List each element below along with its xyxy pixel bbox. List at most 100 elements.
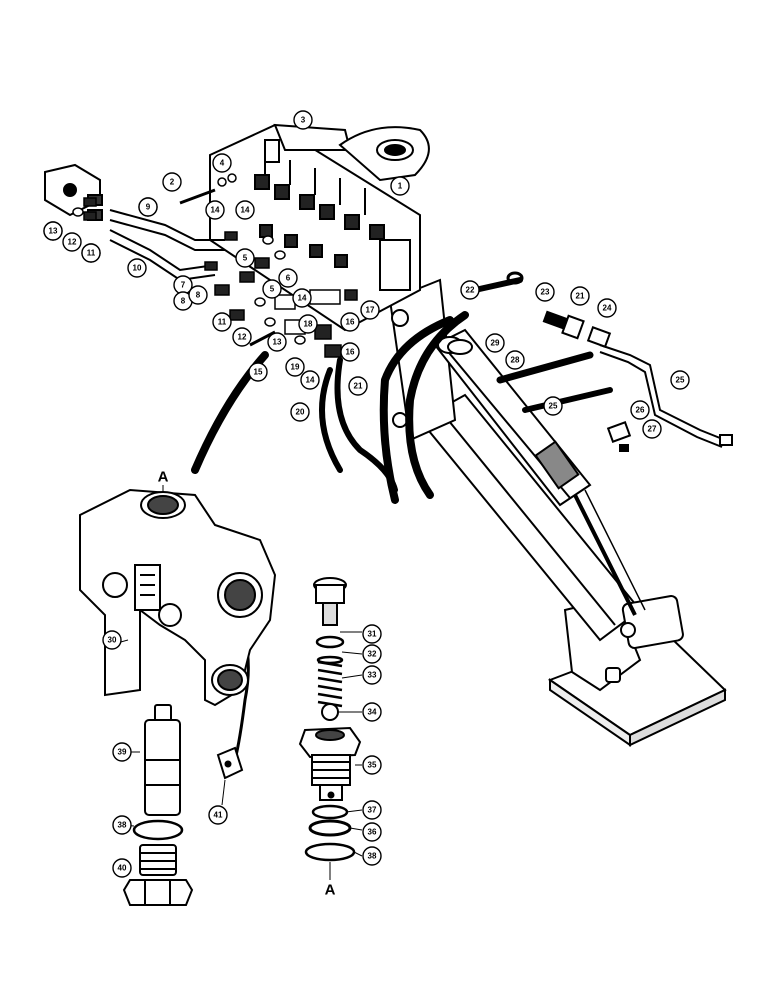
- valve-cartridge-35: [298, 726, 362, 801]
- callout-label: 36: [368, 828, 377, 837]
- callout-circle: [112, 742, 132, 762]
- callout-28: 28: [505, 350, 525, 370]
- callout-label: 15: [254, 368, 263, 377]
- callout-circle: [362, 644, 382, 664]
- callout-label: 28: [511, 356, 520, 365]
- callout-label: 22: [466, 286, 475, 295]
- callout-circle: [340, 312, 360, 332]
- callout-label: 21: [576, 292, 585, 301]
- callout-16: 16: [340, 342, 360, 362]
- callout-14: 14: [300, 370, 320, 390]
- callout-label: 41: [214, 811, 223, 820]
- callout-21: 21: [570, 286, 590, 306]
- callout-37: 37: [362, 800, 382, 820]
- callout-circle: [127, 258, 147, 278]
- callout-label: 16: [346, 318, 355, 327]
- callout-label: 7: [181, 281, 186, 290]
- callout-label: 13: [49, 227, 58, 236]
- callout-13: 13: [43, 221, 63, 241]
- callout-39: 39: [112, 742, 132, 762]
- callout-circle: [362, 822, 382, 842]
- callout-22: 22: [460, 280, 480, 300]
- callout-circle: [262, 279, 282, 299]
- callout-circle: [505, 350, 525, 370]
- callout-label: 38: [118, 821, 127, 830]
- reference-letter-bottom: A: [325, 882, 336, 899]
- callout-circle: [248, 362, 268, 382]
- boom-pivot: [620, 595, 684, 650]
- callout-14: 14: [235, 200, 255, 220]
- callout-circle: [300, 370, 320, 390]
- plug-40: [122, 844, 194, 906]
- callout-10: 10: [127, 258, 147, 278]
- clamp-29: [447, 339, 473, 355]
- control-valve-body: [209, 123, 430, 332]
- callout-circle: [362, 800, 382, 820]
- callout-27: 27: [642, 419, 662, 439]
- callout-circle: [460, 280, 480, 300]
- callout-33: 33: [362, 665, 382, 685]
- callout-label: 40: [118, 864, 127, 873]
- callout-9: 9: [138, 197, 158, 217]
- callout-12: 12: [62, 232, 82, 252]
- callout-label: 14: [241, 206, 250, 215]
- callout-circle: [292, 288, 312, 308]
- callout-label: 8: [196, 291, 201, 300]
- oring-23: [506, 271, 524, 285]
- callout-label: 20: [296, 408, 305, 417]
- valve-housing-30: [79, 488, 277, 707]
- callout-label: 11: [87, 249, 96, 258]
- callout-32: 32: [362, 644, 382, 664]
- callout-circle: [360, 300, 380, 320]
- callout-label: 34: [368, 708, 377, 717]
- clip-41: [216, 746, 244, 780]
- callout-17: 17: [360, 300, 380, 320]
- callout-label: 38: [368, 852, 377, 861]
- callout-3: 3: [293, 110, 313, 130]
- callout-35: 35: [362, 755, 382, 775]
- callout-circle: [362, 702, 382, 722]
- callout-34: 34: [362, 702, 382, 722]
- oring-38-right: [304, 842, 356, 862]
- pipe-25: [599, 344, 726, 448]
- callout-36: 36: [362, 822, 382, 842]
- callout-label: 14: [298, 294, 307, 303]
- callout-label: 13: [273, 338, 282, 347]
- ring-36: [308, 819, 352, 837]
- callout-label: 14: [211, 206, 220, 215]
- callout-label: 39: [118, 748, 127, 757]
- callout-label: 29: [491, 339, 500, 348]
- callout-19: 19: [285, 357, 305, 377]
- callout-circle: [670, 370, 690, 390]
- callout-26: 26: [630, 400, 650, 420]
- callout-label: 30: [108, 636, 117, 645]
- base-plate: [547, 596, 727, 747]
- callout-circle: [138, 197, 158, 217]
- callout-16: 16: [340, 312, 360, 332]
- callout-circle: [43, 221, 63, 241]
- fittings-26-27: [606, 421, 632, 452]
- callout-circle: [278, 268, 298, 288]
- callout-circle: [642, 419, 662, 439]
- oring-38-left: [132, 819, 184, 841]
- callout-38: 38: [362, 846, 382, 866]
- callout-circle: [81, 243, 101, 263]
- callout-circle: [290, 402, 310, 422]
- callout-18: 18: [298, 314, 318, 334]
- callout-circle: [485, 333, 505, 353]
- callout-label: 24: [603, 304, 612, 313]
- callout-38: 38: [112, 815, 132, 835]
- callout-circle: [348, 376, 368, 396]
- small-fittings: [72, 173, 358, 358]
- hydraulic-hoses: [319, 277, 613, 504]
- callout-label: 5: [243, 254, 248, 263]
- bolt-31: [313, 577, 347, 626]
- spool-39: [144, 704, 181, 816]
- callout-label: 33: [368, 671, 377, 680]
- callout-circle: [362, 755, 382, 775]
- callout-31: 31: [362, 624, 382, 644]
- callout-29: 29: [485, 333, 505, 353]
- callout-label: 18: [304, 320, 313, 329]
- spring-33: [316, 655, 344, 708]
